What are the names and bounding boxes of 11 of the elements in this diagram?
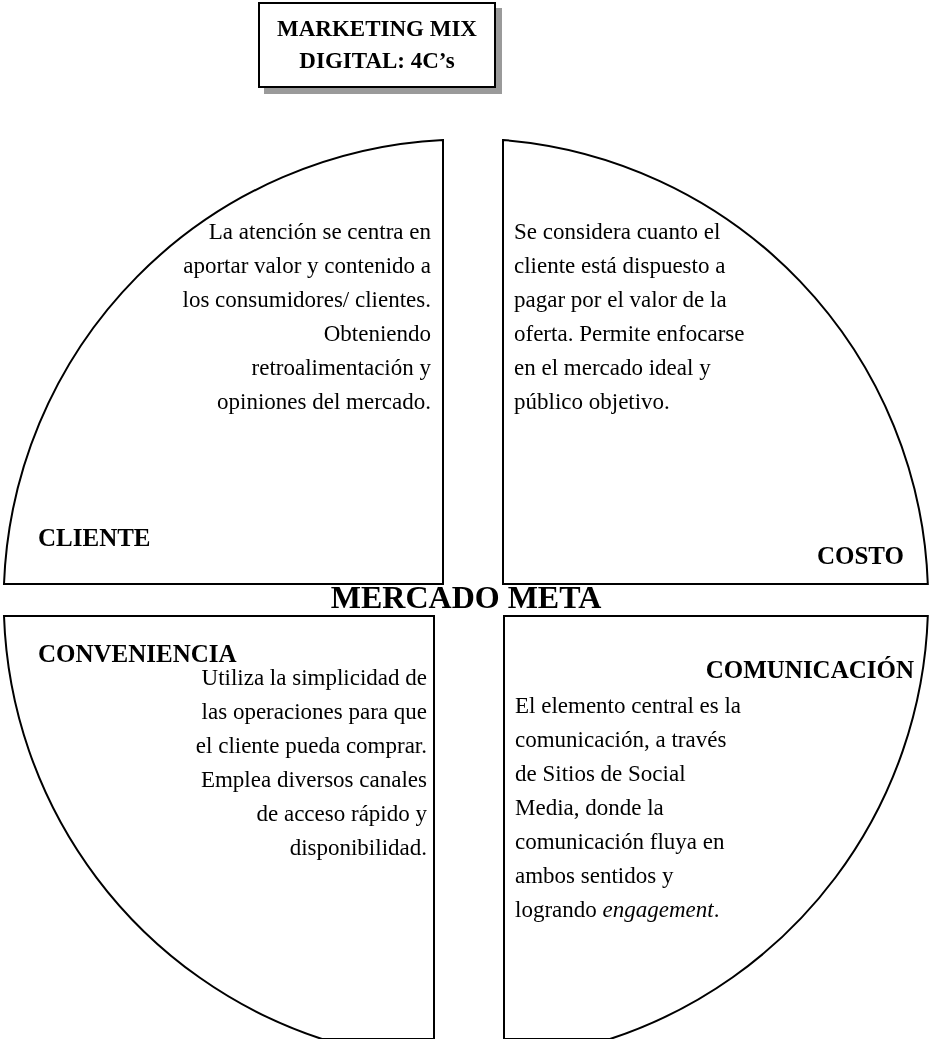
quarter-circle-panel (503, 615, 928, 1039)
description-text: Se considera cuanto el cliente está dispuesto a pagar por el valor de la oferta. Permite enfocarse en el mercado ideal y público objetivo. (514, 218, 746, 416)
description-text: El elemento central es la comunicación, a través de Sitios de Social Media, donde la comunicación fluya en ambos sentidos y logrando engagement. (515, 692, 743, 924)
description-text: La atención se centra en aportar valor y contenido a los consumidores/ clientes. Obteniendo retroalimentación y opiniones del mercado. (181, 218, 431, 416)
section-heading: COMUNICACIÓN (705, 655, 914, 685)
quarter-circle-panel (4, 615, 435, 1039)
center-label: MERCADO META (329, 578, 603, 616)
section-heading: COSTO (816, 541, 904, 571)
quarter-circle-panel (0, 139, 443, 585)
section-heading: CLIENTE (38, 523, 151, 553)
quarter-circle-panel (502, 139, 930, 585)
